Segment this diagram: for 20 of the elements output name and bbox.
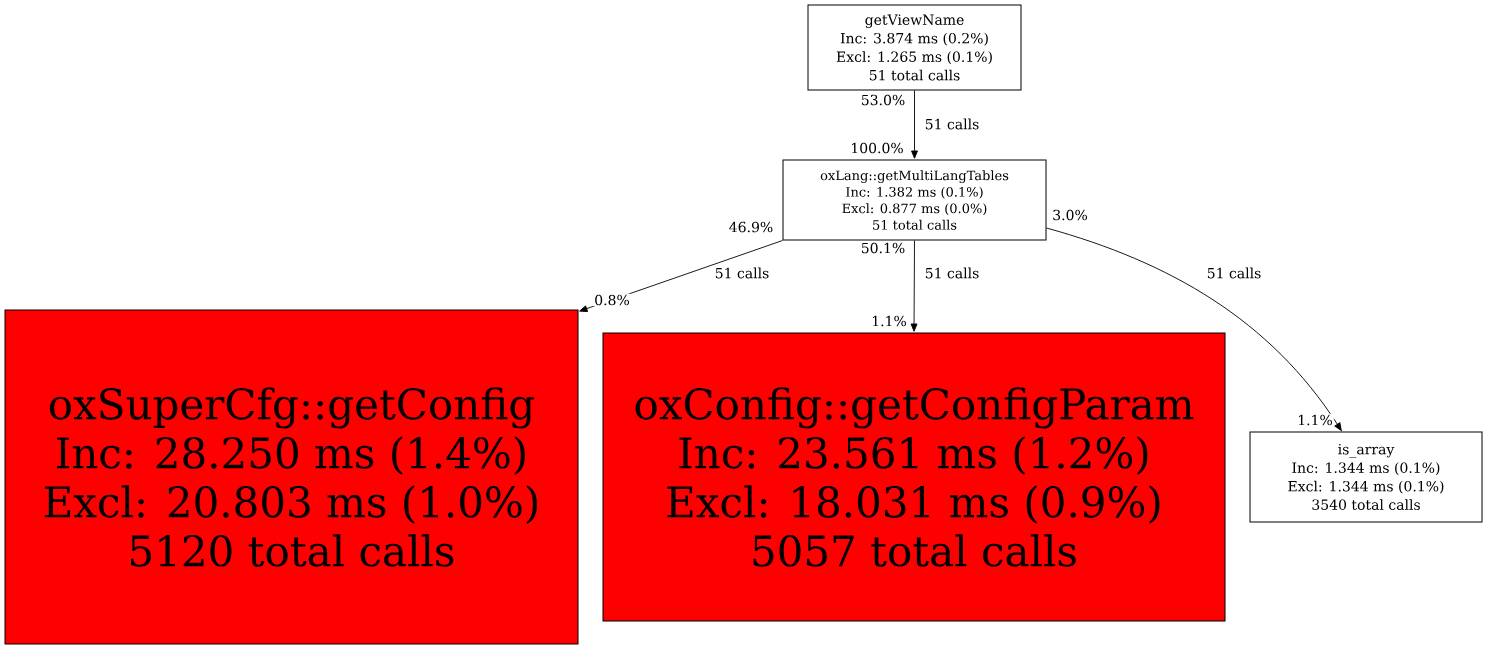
percentage-label: 53.0% xyxy=(859,93,907,107)
hot-function-box: oxSuperCfg::getConfig Inc: 28.250 ms (1.4%) Excl: 20.803 ms (1.0%) 5120 total calls xyxy=(4,309,579,645)
function-box: is_array Inc: 1.344 ms (0.1%) Excl: 1.344 ms (0.1%) 3540 total calls xyxy=(1249,431,1483,523)
arrow xyxy=(910,240,918,332)
percentage-label: 46.9% xyxy=(727,220,775,234)
percentage-label: 50.1% xyxy=(859,241,907,255)
percentage-label: 3.0% xyxy=(1051,208,1089,222)
arrow xyxy=(1046,227,1342,431)
function-box: oxLang::getMultiLangTables Inc: 1.382 ms (0.1%) Excl: 0.877 ms (0.0%) 51 total calls xyxy=(782,159,1047,241)
edge-label: 51 calls xyxy=(923,266,981,280)
percentage-label: 100.0% xyxy=(849,141,905,155)
percentage-label: 1.1% xyxy=(870,314,908,328)
percentage-label: 0.8% xyxy=(593,293,631,307)
hot-function-box: oxConfig::getConfigParam Inc: 23.561 ms (1.2%) Excl: 18.031 ms (0.9%) 5057 total calls xyxy=(602,332,1226,622)
edge-label: 51 calls xyxy=(1205,266,1263,280)
edge-label: 51 calls xyxy=(923,117,981,131)
percentage-label: 1.1% xyxy=(1296,413,1334,427)
function-box: getViewName Inc: 3.874 ms (0.2%) Excl: 1.265 ms (0.1%) 51 total calls xyxy=(807,4,1022,91)
arrow xyxy=(911,90,918,159)
edge-label: 51 calls xyxy=(713,266,771,280)
